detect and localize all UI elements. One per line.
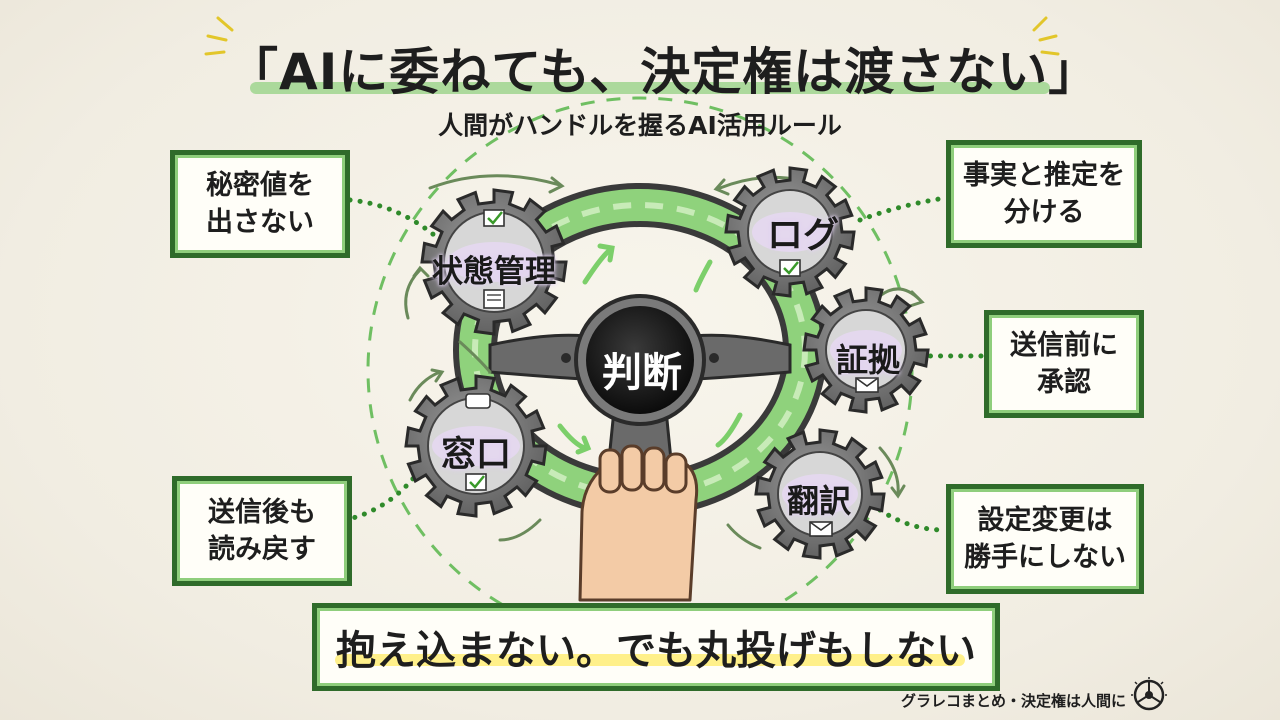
title-highlight [250,82,1050,94]
inner-green-arrows [557,243,743,455]
rule-fact-line2: 分ける [1003,197,1085,228]
rule-fact-line1: 事実と推定を [963,160,1125,191]
title-sparkle-right [1032,16,1060,56]
rule-box-approve-before-send: 送信前に承認 [984,310,1144,418]
checklist-icon [483,209,505,309]
gear-evidence [802,286,930,414]
bottom-highlight [335,654,965,666]
rule-box-reread-after-send: 送信後も読み戻す [172,476,352,586]
rule-secrets-line1: 秘密値を [206,170,314,201]
check-icon [779,259,801,277]
rule-reread-line1: 送信後も [208,497,316,528]
gear-log [724,166,856,298]
gear-label-window: 窓口 [440,435,511,475]
gear-label-evidence: 証拠 [835,341,900,379]
rule-approve-line1: 送信前に [1010,330,1118,361]
bottom-message-box: 抱え込まない。でも丸投げもしない [312,603,1000,691]
title-sparkle-left [204,16,234,56]
rule-approve-line2: 承認 [1037,367,1091,398]
rule-reread-line2: 読み戻す [208,534,316,565]
gear-label-state: 状態管理 [432,254,556,290]
mail-icon [809,521,833,537]
steering-wheel-icon [1131,677,1167,711]
bottom-message: 抱え込まない。でも丸投げもしない [336,628,976,674]
rule-settings-line2: 勝手にしない [964,542,1126,573]
chat-icon [465,393,491,491]
rule-secrets-line2: 出さない [206,207,314,238]
footer-caption: グラレコまとめ・決定権は人間に [900,692,1126,710]
gear-window [404,374,548,518]
rule-settings-line1: 設定変更は [977,505,1113,536]
hand-illustration [578,444,699,602]
gear-translation [754,428,886,560]
page-title: 「AIに委ねても、決定権は渡さない」 [228,43,1100,101]
gear-label-log: ログ [766,215,839,256]
hub-label-judgment: 判断 [602,350,682,396]
gear-layer [404,166,930,560]
mail-icon [855,377,879,393]
gear-state [420,188,568,336]
rule-box-no-settings-change: 設定変更は勝手にしない [946,484,1144,594]
page-subtitle: 人間がハンドルを握るAI活用ルール [438,111,842,140]
rule-box-secrets: 秘密値を出さない [170,150,350,258]
gear-label-translation: 翻訳 [786,482,851,520]
rule-box-fact-vs-estimate: 事実と推定を分ける [946,140,1142,248]
